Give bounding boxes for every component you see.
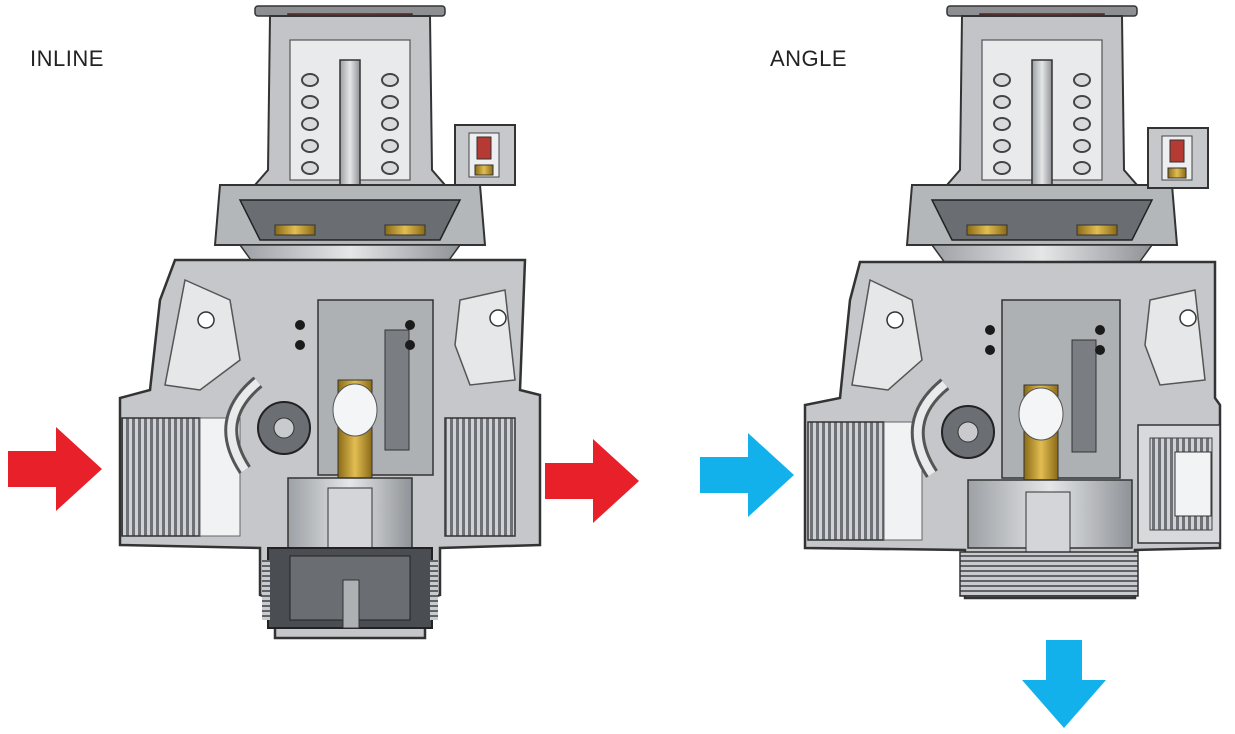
angle-regulator-cutaway <box>803 5 1222 600</box>
angle-inlet-arrow-icon <box>700 433 794 517</box>
inline-label: INLINE <box>30 46 104 71</box>
inline-inlet-arrow-icon <box>8 427 102 511</box>
inline-outlet-arrow-icon <box>545 439 639 523</box>
inline-regulator-cutaway <box>118 5 542 640</box>
angle-label: ANGLE <box>770 46 848 71</box>
angle-outlet-arrow-icon <box>1022 640 1106 728</box>
